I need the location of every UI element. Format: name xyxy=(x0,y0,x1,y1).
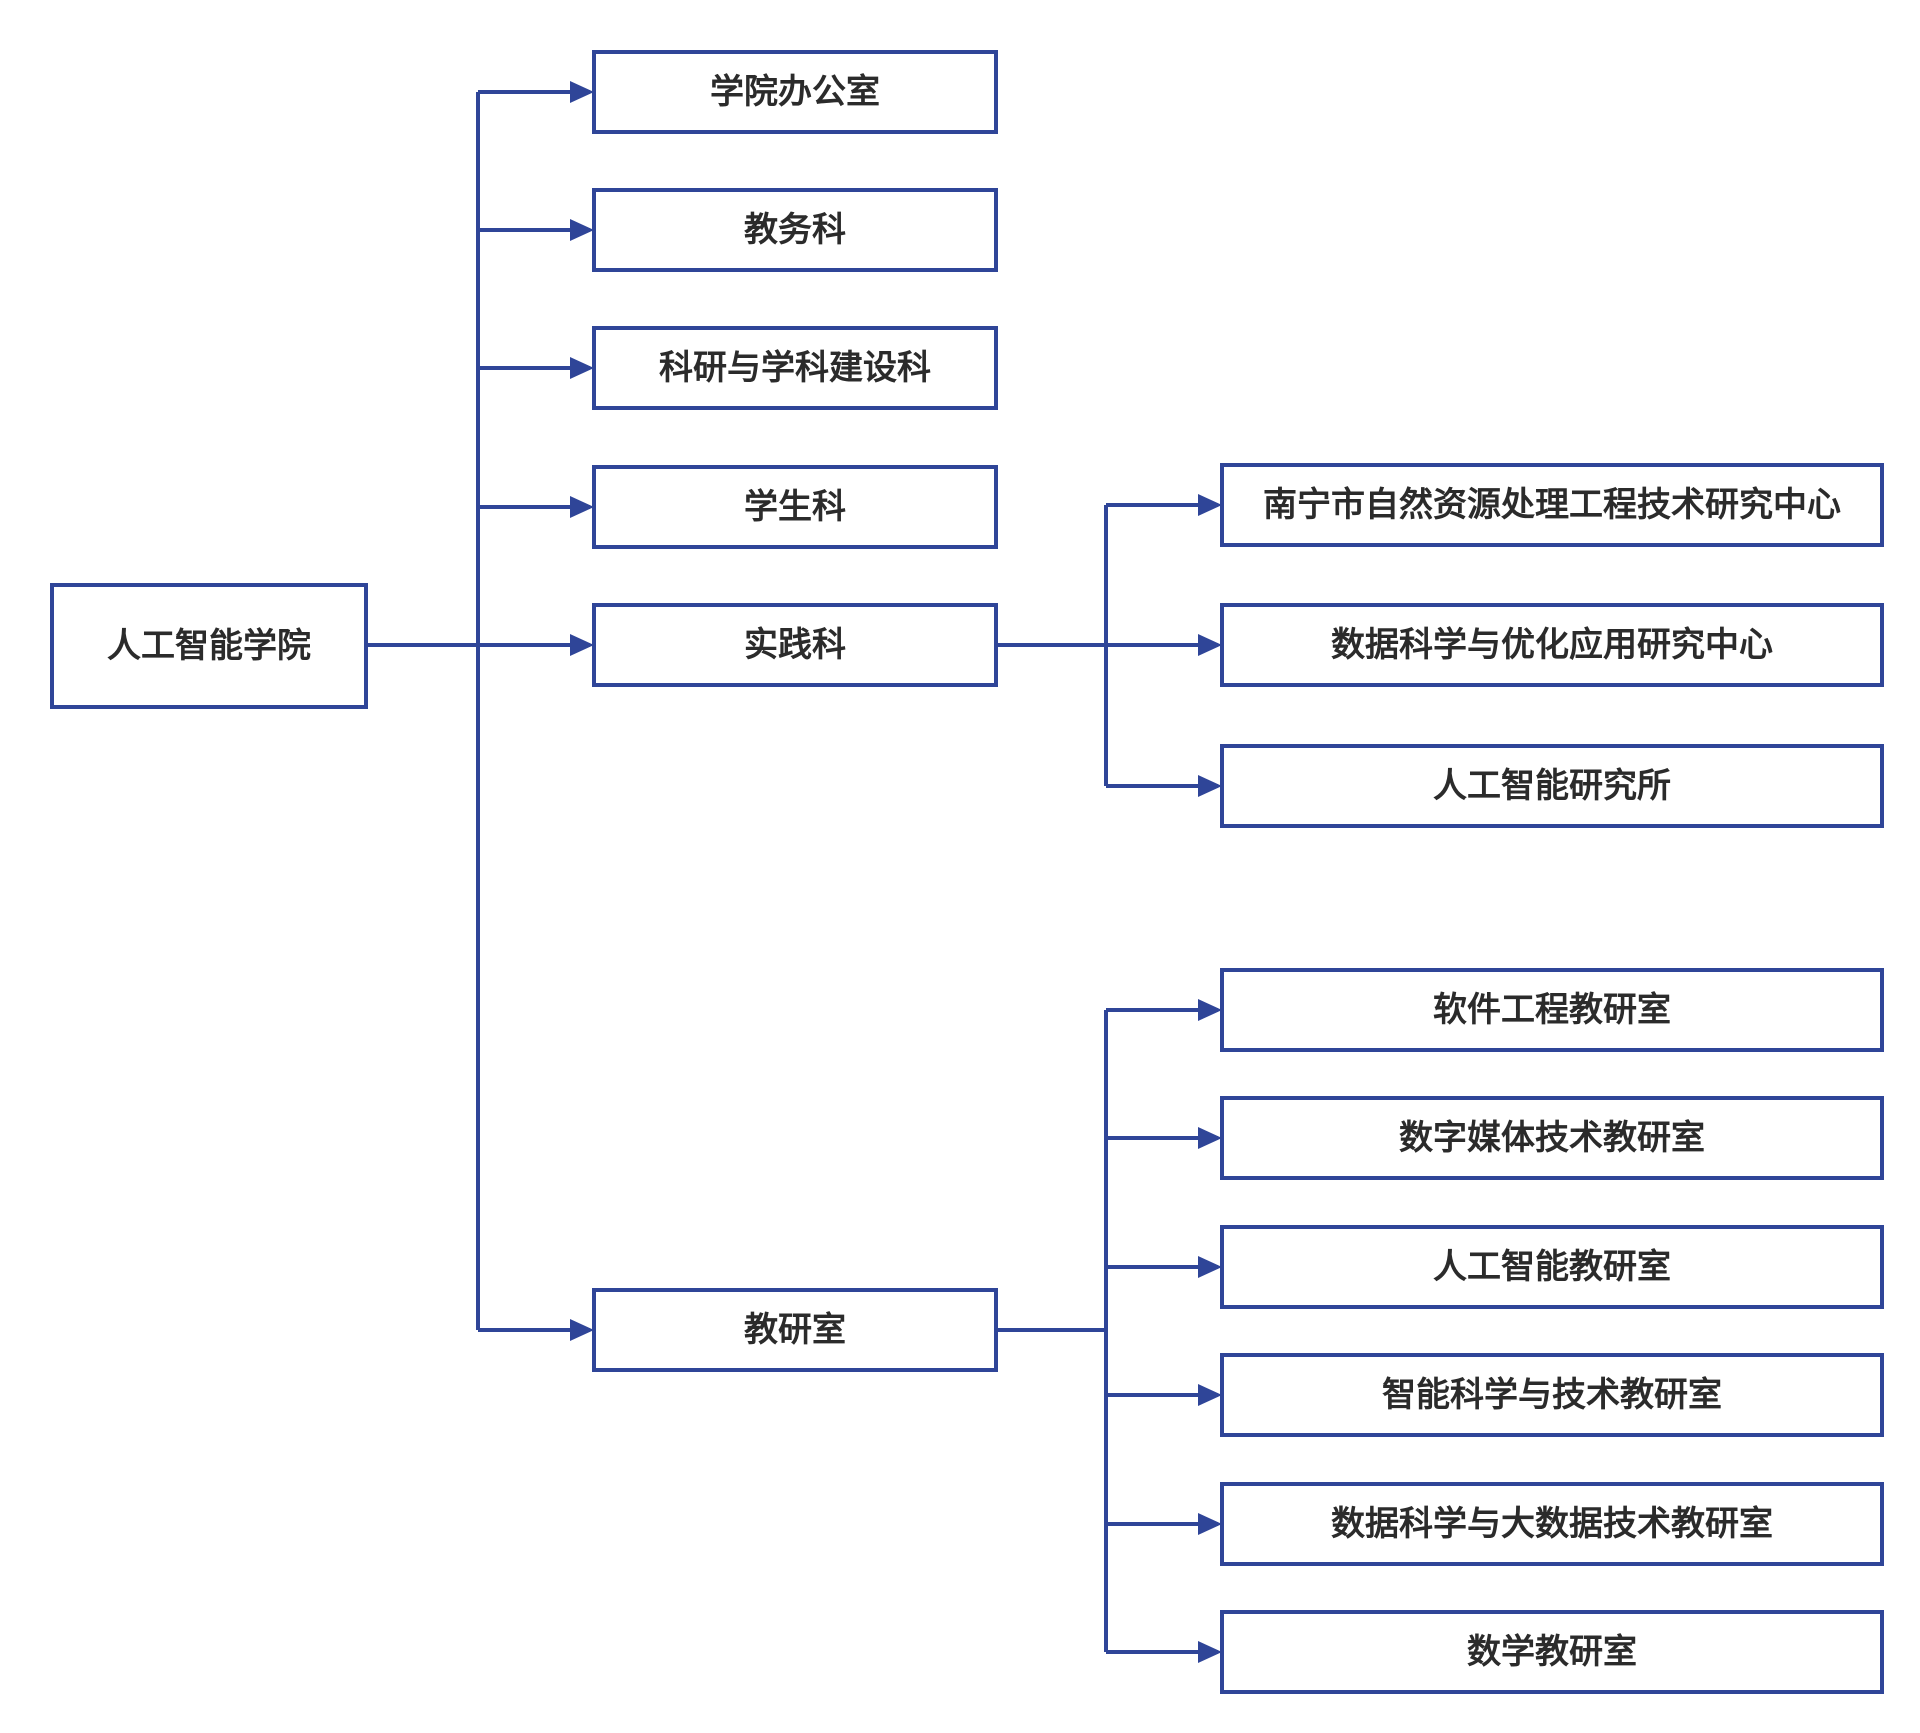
arrow-icon xyxy=(570,357,594,379)
teaching-office-label: 数字媒体技术教研室 xyxy=(1399,1118,1705,1158)
arrow-icon xyxy=(1198,1641,1222,1663)
arrow-icon xyxy=(570,81,594,103)
department-node-teaching[interactable]: 教研室 xyxy=(592,1288,998,1372)
practice-unit-label: 数据科学与优化应用研究中心 xyxy=(1331,625,1773,665)
practice-unit-node[interactable]: 人工智能研究所 xyxy=(1220,744,1884,828)
department-label: 教务科 xyxy=(744,210,846,250)
department-label: 科研与学科建设科 xyxy=(659,348,931,388)
arrow-icon xyxy=(1198,999,1222,1021)
connector-lines xyxy=(366,81,1222,1663)
department-label: 教研室 xyxy=(744,1310,846,1350)
department-label: 学院办公室 xyxy=(710,72,880,112)
department-node-students[interactable]: 学生科 xyxy=(592,465,998,549)
root-node[interactable]: 人工智能学院 xyxy=(50,583,368,709)
arrow-icon xyxy=(1198,1127,1222,1149)
department-label: 学生科 xyxy=(744,487,846,527)
department-node-academic-affairs[interactable]: 教务科 xyxy=(592,188,998,272)
teaching-office-node[interactable]: 数字媒体技术教研室 xyxy=(1220,1096,1884,1180)
teaching-office-label: 软件工程教研室 xyxy=(1433,990,1671,1030)
arrow-icon xyxy=(570,634,594,656)
teaching-office-node[interactable]: 人工智能教研室 xyxy=(1220,1225,1884,1309)
practice-unit-label: 南宁市自然资源处理工程技术研究中心 xyxy=(1263,485,1841,525)
teaching-office-label: 数据科学与大数据技术教研室 xyxy=(1331,1504,1773,1544)
arrow-icon xyxy=(570,1319,594,1341)
teaching-office-node[interactable]: 数据科学与大数据技术教研室 xyxy=(1220,1482,1884,1566)
department-node-practice[interactable]: 实践科 xyxy=(592,603,998,687)
teaching-office-node[interactable]: 软件工程教研室 xyxy=(1220,968,1884,1052)
arrow-icon xyxy=(1198,634,1222,656)
teaching-office-label: 数学教研室 xyxy=(1467,1632,1637,1672)
department-node-office[interactable]: 学院办公室 xyxy=(592,50,998,134)
root-label: 人工智能学院 xyxy=(107,626,311,666)
teaching-office-label: 智能科学与技术教研室 xyxy=(1382,1375,1722,1415)
arrow-icon xyxy=(1198,1256,1222,1278)
arrow-icon xyxy=(570,496,594,518)
teaching-office-node[interactable]: 数学教研室 xyxy=(1220,1610,1884,1694)
arrow-icon xyxy=(1198,1384,1222,1406)
arrow-icon xyxy=(1198,775,1222,797)
department-node-research[interactable]: 科研与学科建设科 xyxy=(592,326,998,410)
arrow-icon xyxy=(570,219,594,241)
practice-unit-node[interactable]: 南宁市自然资源处理工程技术研究中心 xyxy=(1220,463,1884,547)
teaching-office-node[interactable]: 智能科学与技术教研室 xyxy=(1220,1353,1884,1437)
practice-unit-label: 人工智能研究所 xyxy=(1433,766,1671,806)
department-label: 实践科 xyxy=(744,625,846,665)
arrow-icon xyxy=(1198,1513,1222,1535)
arrow-icon xyxy=(1198,494,1222,516)
practice-unit-node[interactable]: 数据科学与优化应用研究中心 xyxy=(1220,603,1884,687)
teaching-office-label: 人工智能教研室 xyxy=(1433,1247,1671,1287)
